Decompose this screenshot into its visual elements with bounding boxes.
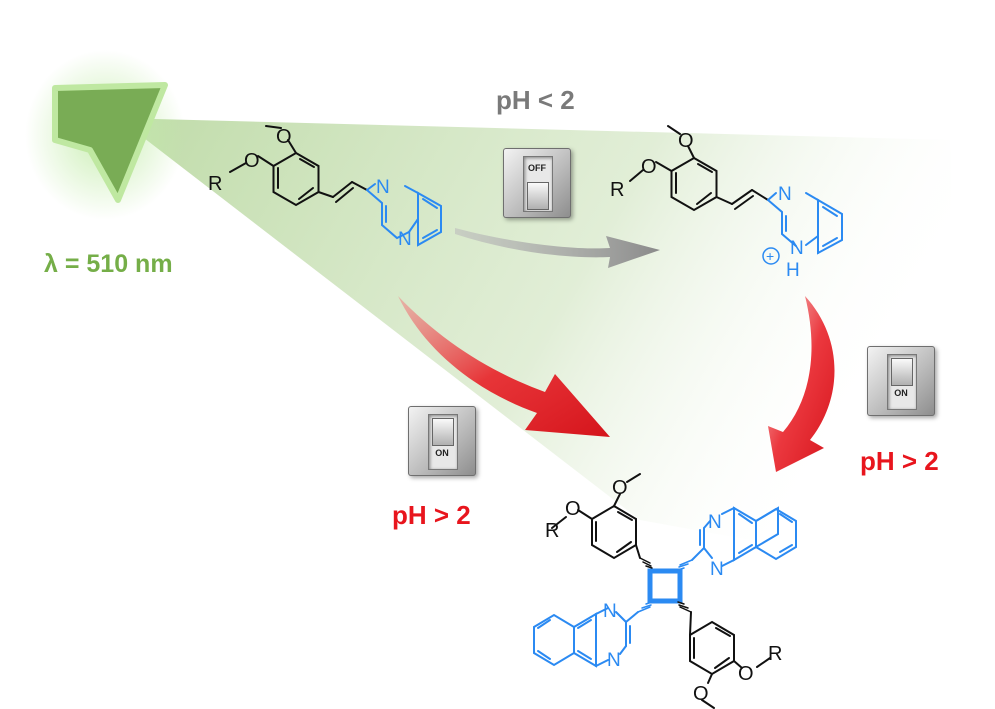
- acid-condition-label: pH < 2: [496, 85, 575, 115]
- r-group-label: R: [545, 520, 559, 542]
- methoxy-oxygen-label: O: [678, 130, 694, 152]
- proton-label: H: [786, 260, 800, 281]
- nitrogen-label: N: [708, 512, 722, 533]
- photodimerization-arrow-right: [768, 296, 835, 472]
- positive-charge-icon: [762, 247, 780, 265]
- cyclobutane-dimer: O O R N N: [533, 473, 797, 709]
- switch-toggle: [891, 358, 913, 386]
- nitrogen-label: N: [607, 650, 621, 671]
- switch-off-text: OFF: [528, 163, 546, 173]
- light-beam: [118, 118, 960, 560]
- lamp-icon: [52, 82, 168, 203]
- methoxy-oxygen-label: O: [612, 477, 628, 499]
- methoxy-oxygen-label: O: [693, 683, 709, 705]
- r-group-label: R: [610, 179, 624, 201]
- methoxy-oxygen-label: O: [276, 126, 292, 148]
- ether-oxygen-label: O: [565, 498, 581, 520]
- wavelength-label: λ = 510 nm: [44, 250, 173, 278]
- nitrogen-label: N: [710, 559, 724, 580]
- switch-on-text: ON: [435, 448, 449, 458]
- switch-on-text: ON: [894, 388, 908, 398]
- photodimerization-arrow-left: [398, 296, 610, 437]
- nitrogen-label-bottom: N: [398, 229, 412, 250]
- nitrogen-label: N: [603, 601, 617, 622]
- ether-oxygen-label: O: [738, 663, 754, 685]
- nitrogen-label-top: N: [778, 184, 792, 205]
- switch-toggle: [432, 418, 454, 446]
- acid-arrow: [455, 228, 660, 268]
- nitrogen-label-top: N: [376, 177, 390, 198]
- off-switch-icon: OFF: [503, 148, 571, 218]
- nitrogen-label-protonated: N: [790, 238, 804, 259]
- monomer-protonated: O O R N N H +: [610, 125, 843, 281]
- charge-sign: +: [766, 248, 774, 264]
- base-condition-label-left: pH > 2: [392, 500, 471, 530]
- switch-toggle: [527, 182, 549, 210]
- monomer-neutral: O O R N N: [208, 125, 442, 250]
- on-switch-icon-left: ON: [408, 406, 476, 476]
- ether-oxygen-label: O: [244, 150, 260, 172]
- r-group-label: R: [768, 643, 782, 665]
- r-group-label: R: [208, 173, 222, 195]
- base-condition-label-right: pH > 2: [860, 446, 939, 476]
- on-switch-icon-right: ON: [867, 346, 935, 416]
- ether-oxygen-label: O: [641, 156, 657, 178]
- cyclobutane-core: [647, 568, 683, 604]
